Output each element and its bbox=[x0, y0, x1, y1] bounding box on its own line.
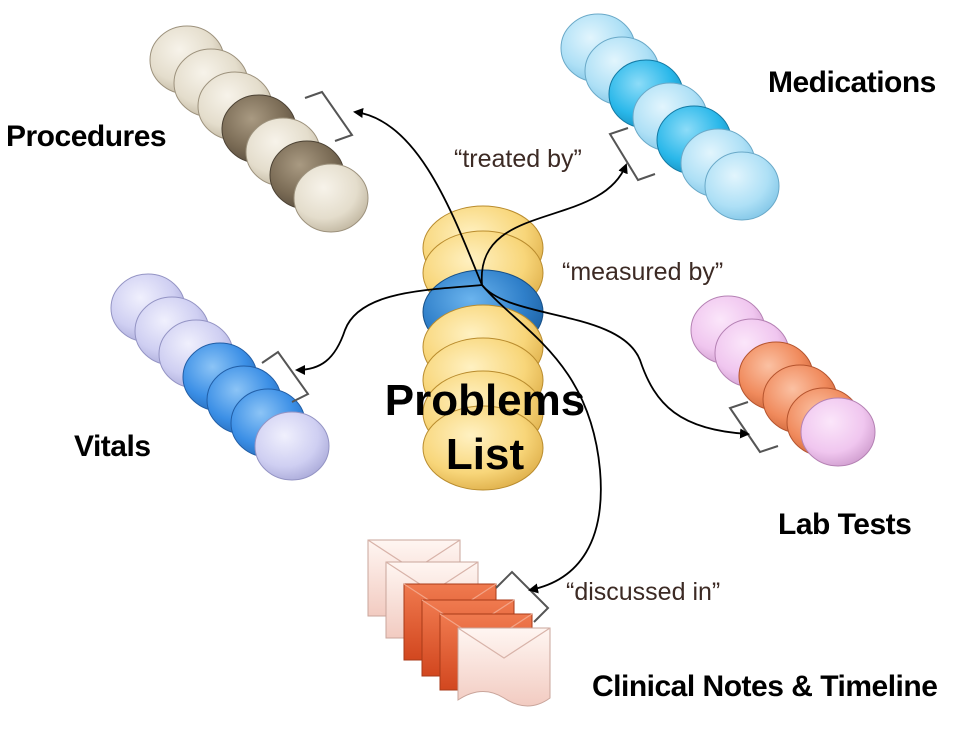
procedures-stack bbox=[149, 25, 369, 233]
medications-label: Medications bbox=[768, 66, 936, 99]
procedures-label: Procedures bbox=[6, 120, 167, 153]
arrow-to-lab-tests bbox=[481, 284, 750, 439]
arrow-to-procedures bbox=[353, 108, 483, 286]
vitals-label: Vitals bbox=[74, 430, 151, 463]
clinical-notes-stack bbox=[367, 539, 551, 707]
clinical-notes-label: Clinical Notes & Timeline bbox=[592, 670, 938, 703]
measured-by-label: “measured by” bbox=[562, 258, 724, 286]
vitals-stack bbox=[110, 273, 330, 481]
connector-arrows bbox=[295, 108, 750, 594]
arrow-to-medications bbox=[481, 163, 628, 286]
problems-list-stack bbox=[422, 205, 544, 491]
lab-tests-label: Lab Tests bbox=[778, 508, 912, 541]
lab-tests-stack bbox=[690, 295, 876, 467]
arrow-to-vitals bbox=[295, 284, 483, 375]
problems-list-title-line2: List bbox=[445, 430, 525, 479]
problems-list-title-line1: Problems bbox=[384, 376, 586, 425]
discussed-in-label: “discussed in” bbox=[566, 578, 721, 606]
arrow-to-clinical-notes bbox=[481, 284, 602, 594]
medications-stack bbox=[560, 13, 780, 221]
problems-list-title: Problems List bbox=[370, 374, 600, 482]
treated-by-label: “treated by” bbox=[454, 145, 582, 173]
